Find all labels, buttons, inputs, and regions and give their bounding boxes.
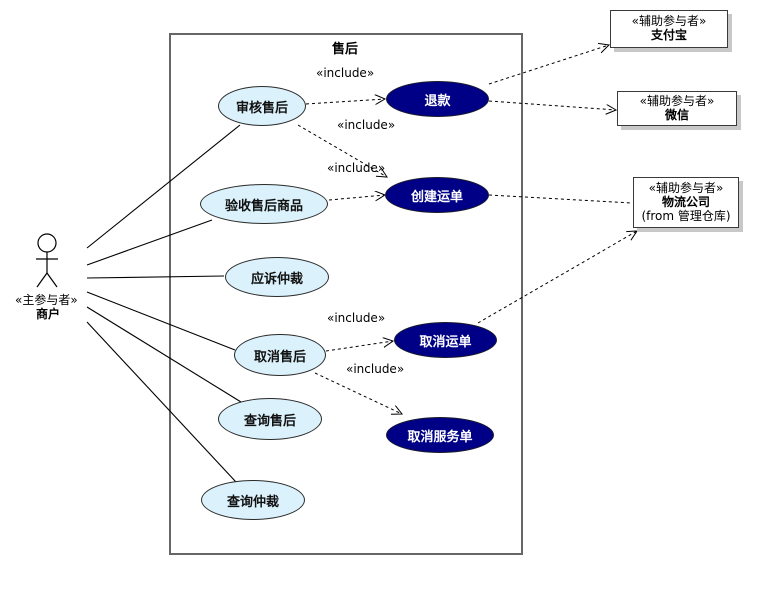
use-case-query-arb[interactable]: 查询仲裁: [201, 480, 305, 520]
secondary-associations: [477, 45, 637, 324]
include-relations: [297, 99, 402, 414]
use-case-cancel-service[interactable]: 取消服务单: [386, 417, 494, 453]
assoc-inspect: [86, 219, 213, 266]
use-case-cancel-after[interactable]: 取消售后: [234, 334, 326, 376]
include-review-create: [297, 124, 387, 177]
use-case-arbitration[interactable]: 应诉仲裁: [225, 257, 329, 297]
use-case-query-after[interactable]: 查询售后: [218, 398, 322, 440]
logistics-stereotype: «辅助参与者»: [648, 181, 724, 195]
logistics-note: (from 管理仓库): [641, 209, 731, 223]
alipay-stereotype: «辅助参与者»: [631, 14, 707, 28]
include-review-refund: [305, 99, 385, 104]
wechat-stereotype: «辅助参与者»: [639, 94, 715, 108]
logistics-name: 物流公司: [661, 195, 710, 209]
actor-stick-figure: [36, 233, 58, 288]
include-cancel-waybill: [325, 341, 393, 352]
include-label-5: «include»: [346, 362, 405, 376]
wechat-name: 微信: [664, 108, 689, 122]
include-label-4: «include»: [327, 311, 386, 325]
assoc-query-after: [86, 306, 242, 403]
include-cancel-service: [314, 372, 402, 414]
use-case-inspect[interactable]: 验收售后商品: [200, 184, 328, 224]
assoc-cancel-logistics: [477, 231, 637, 324]
assoc-review: [86, 124, 241, 249]
include-label-1: «include»: [316, 66, 375, 80]
actor-box-alipay[interactable]: «辅助参与者» 支付宝: [610, 10, 728, 48]
actor-associations: [86, 124, 242, 483]
system-boundary: [169, 33, 523, 555]
use-case-create-waybill[interactable]: 创建运单: [385, 177, 489, 213]
include-label-2: «include»: [337, 118, 396, 132]
primary-actor-name: 商户: [36, 307, 61, 321]
use-case-review[interactable]: 审核售后: [218, 86, 306, 126]
actor-box-wechat[interactable]: «辅助参与者» 微信: [617, 91, 737, 126]
system-title: 售后: [332, 42, 359, 57]
assoc-cancel-after: [86, 291, 236, 351]
primary-actor-stereotype: «主参与者»: [15, 293, 78, 307]
include-label-3: «include»: [327, 161, 386, 175]
use-case-refund[interactable]: 退款: [386, 81, 489, 117]
alipay-name: 支付宝: [650, 28, 687, 42]
use-case-cancel-waybill[interactable]: 取消运单: [394, 322, 497, 358]
actor-box-logistics[interactable]: «辅助参与者» 物流公司 (from 管理仓库): [633, 177, 739, 228]
assoc-query-arb: [86, 321, 237, 483]
assoc-arbitration: [86, 275, 225, 279]
